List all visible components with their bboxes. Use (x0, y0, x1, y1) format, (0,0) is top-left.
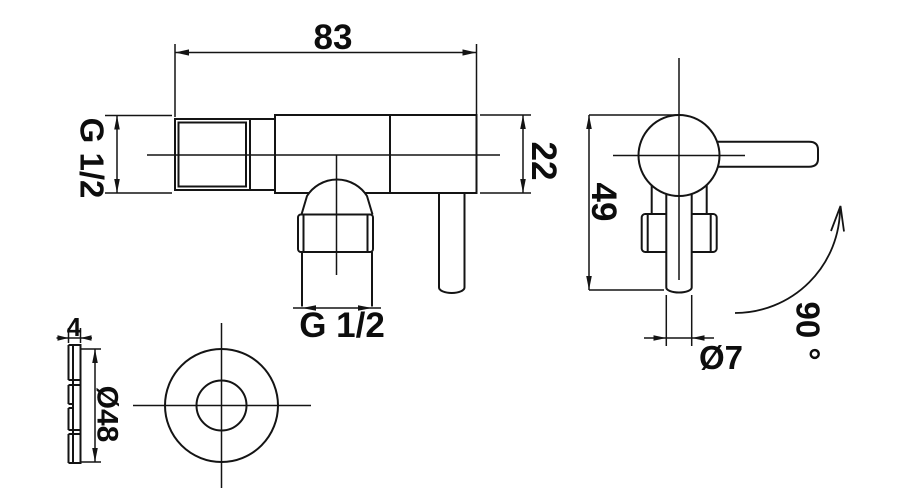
dim-label-body-length: 83 (314, 18, 353, 57)
dim-label-outlet-thread: G 1/2 (299, 306, 385, 345)
dim-o48-arrow-bottom (92, 448, 98, 462)
dim-o7-arrow-left (653, 335, 667, 341)
lever-pin-front (438, 193, 466, 294)
dim-outlet-arrow-right (358, 305, 372, 311)
dim-label-flange-thickness: 4 (67, 312, 82, 342)
dim-inlet-arrow-top (114, 115, 120, 130)
valve-body (274, 114, 478, 194)
dim-outlet-arrow-left (302, 305, 316, 311)
inlet-connector (250, 118, 275, 191)
dim-label-inlet-thread: G 1/2 (73, 118, 110, 199)
dim-83-arrow-left (175, 49, 189, 56)
flange-plate (67, 344, 82, 464)
dim-label-flange-diameter: Ø48 (91, 386, 124, 443)
outlet-nut (297, 213, 374, 253)
dim-49-lines (588, 114, 681, 291)
dim-22-arrow-top (520, 115, 526, 129)
flange-side-view (67, 344, 82, 464)
front-centerlines (147, 154, 500, 275)
dim-83-lines (174, 44, 478, 117)
lever-handle (711, 140, 819, 168)
dim-22-arrow-bottom (520, 179, 526, 193)
rotation-arc-arrowhead (830, 205, 845, 232)
dim-o7-arrow-right (691, 335, 705, 341)
dim-inlet-arrow-bottom (114, 179, 120, 193)
dim-label-lever-diameter: Ø7 (699, 339, 743, 376)
dim-label-lever-rotation: 90 ° (789, 301, 826, 360)
dim-4-arrow-right (80, 335, 92, 341)
side-centerlines (613, 58, 745, 280)
outlet-tailpiece (301, 252, 373, 307)
dim-o48-lines (80, 348, 101, 463)
dim-o48-arrow-top (92, 349, 98, 363)
valve-neck (650, 183, 708, 214)
dim-49-arrow-bottom (586, 276, 592, 290)
front-view (147, 114, 500, 307)
dim-label-body-height: 22 (524, 142, 563, 181)
dim-83-arrow-right (462, 49, 477, 56)
dim-4-arrow-left (57, 335, 69, 341)
side-view (613, 58, 819, 294)
flange-front-view (133, 323, 311, 488)
outlet-nut-inner-lines (302, 215, 369, 251)
flange-centerlines (133, 323, 311, 488)
dim-label-overall-height: 49 (584, 183, 623, 222)
dimension-annotations: 83 G 1/2 22 G 1/2 49 Ø7 (56, 18, 845, 463)
rotation-arc (734, 207, 841, 314)
stem-tube (665, 186, 693, 294)
dim-49-arrow-top (586, 115, 592, 129)
side-nut-inner-lines (646, 215, 712, 251)
